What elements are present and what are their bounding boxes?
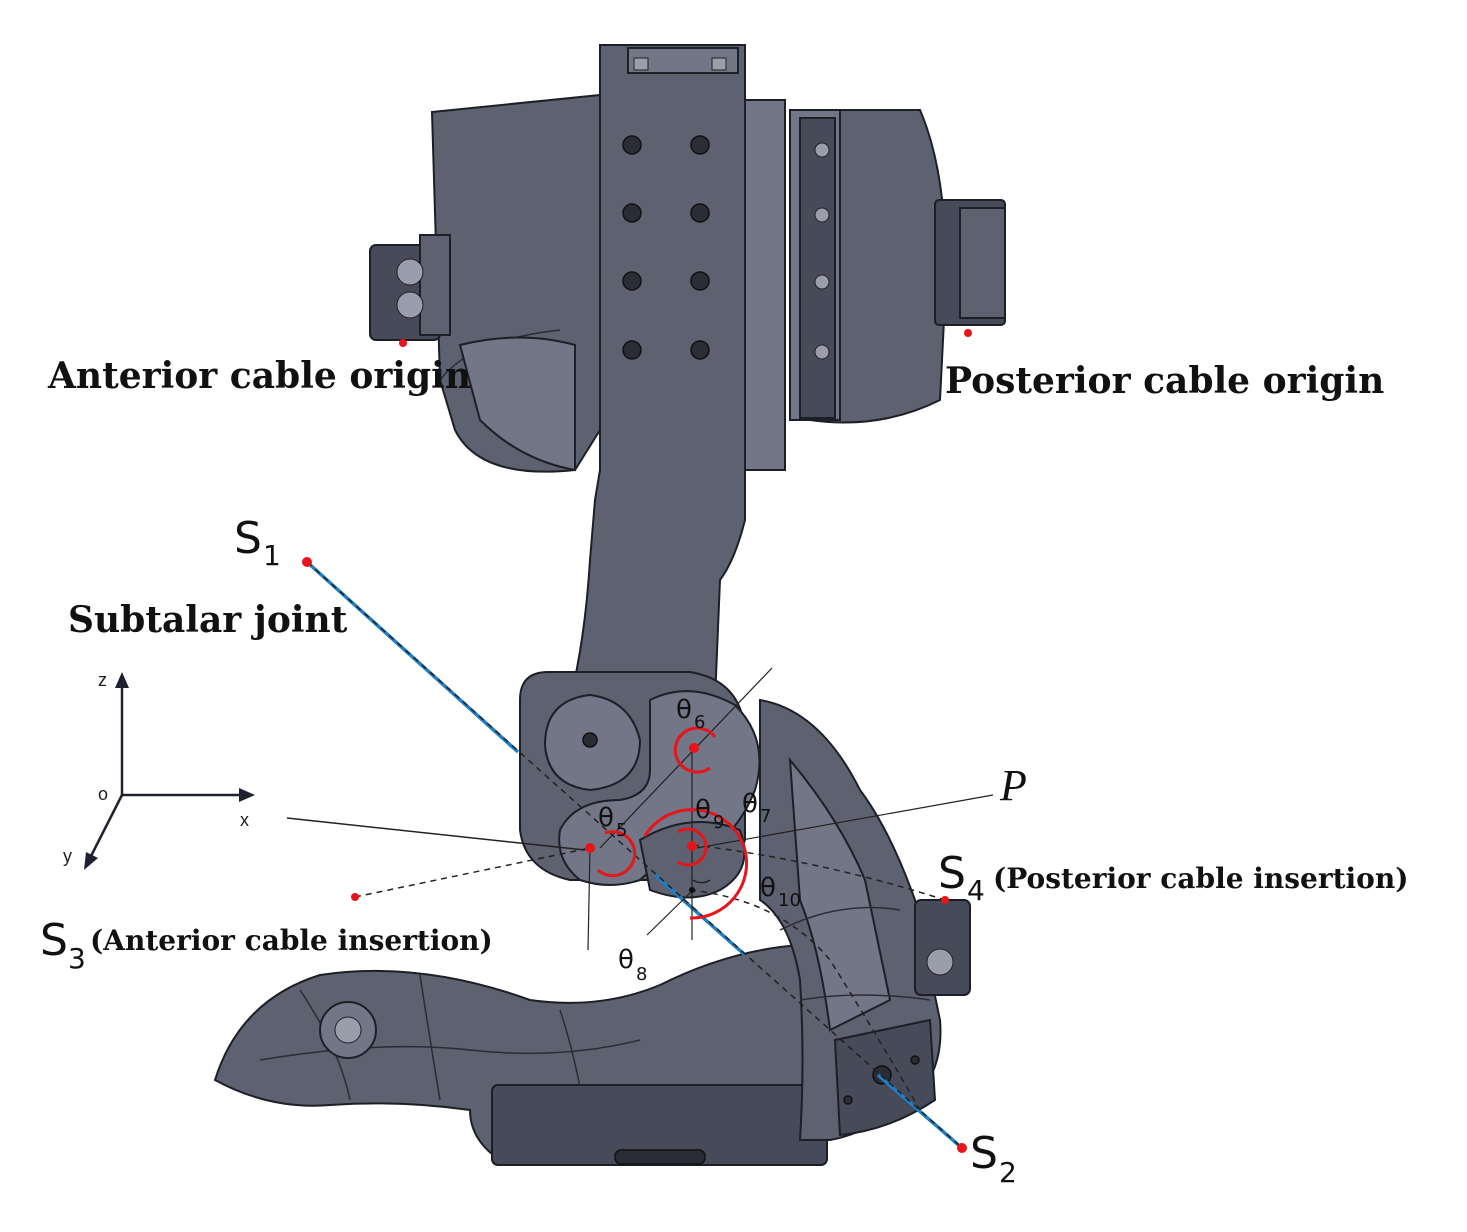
svg-text:(Posterior cable insertion): (Posterior cable insertion) <box>993 862 1408 895</box>
theta7-arc <box>643 808 747 851</box>
svg-text:θ: θ <box>598 803 614 833</box>
coordinate-frame <box>84 672 255 870</box>
svg-text:9: 9 <box>713 812 724 833</box>
s3-point <box>351 893 359 901</box>
theta5-label: θ 5 <box>598 803 627 841</box>
svg-text:2: 2 <box>999 1156 1017 1189</box>
shank-cuff <box>369 93 1006 473</box>
axis-o-label: o <box>98 784 108 804</box>
svg-text:(Anterior cable insertion): (Anterior cable insertion) <box>90 924 493 957</box>
upright-holes <box>622 135 710 360</box>
subtalar-joint-label: Subtalar joint <box>68 599 348 641</box>
svg-text:10: 10 <box>778 890 801 911</box>
heel-body <box>759 698 971 1141</box>
theta10-arc <box>689 849 749 920</box>
joint-point-top <box>689 743 699 753</box>
s1-point <box>302 557 312 567</box>
s3-label: S 3 (Anterior cable insertion) <box>40 915 493 975</box>
theta9-arc <box>677 827 708 867</box>
svg-text:θ: θ <box>742 789 758 819</box>
joint-point-lower <box>689 887 695 893</box>
svg-text:S: S <box>234 513 262 564</box>
svg-text:4: 4 <box>967 874 985 907</box>
dashed-s1-s2 <box>306 561 963 1149</box>
svg-text:θ: θ <box>676 695 692 725</box>
theta9-label: θ 9 <box>695 795 724 833</box>
theta8-arc <box>692 879 711 884</box>
s2-point <box>957 1143 967 1153</box>
posterior-origin-label: Posterior cable origin <box>945 360 1384 402</box>
angle-arcs <box>597 726 749 920</box>
foot-plate <box>213 943 828 1166</box>
s4-label: S 4 (Posterior cable insertion) <box>938 848 1408 907</box>
axis-x-label: x <box>240 810 249 830</box>
axis-z-label: z <box>98 670 107 690</box>
theta6-label: θ 6 <box>676 695 705 733</box>
svg-text:8: 8 <box>636 964 647 985</box>
dashed-arc <box>689 889 921 1111</box>
svg-text:5: 5 <box>616 820 627 841</box>
svg-text:S: S <box>970 1128 998 1179</box>
axis-y-label: y <box>63 846 72 866</box>
svg-text:S: S <box>938 848 966 899</box>
svg-text:6: 6 <box>694 712 705 733</box>
posterior-origin-point <box>964 329 972 337</box>
svg-text:θ: θ <box>695 795 711 825</box>
theta5-arc <box>597 830 637 878</box>
svg-text:7: 7 <box>760 806 771 827</box>
theta7-label: θ 7 <box>742 789 771 827</box>
svg-text:1: 1 <box>263 539 281 572</box>
p-label: P <box>999 761 1027 810</box>
svg-text:θ: θ <box>760 873 776 903</box>
anterior-origin-point <box>399 339 407 347</box>
svg-text:θ: θ <box>618 945 634 975</box>
key-points <box>302 329 972 1153</box>
dashed-s3 <box>354 847 591 898</box>
central-upright <box>568 44 746 701</box>
svg-text:S: S <box>40 915 68 966</box>
svg-text:3: 3 <box>68 942 86 975</box>
dashed-s4 <box>692 844 946 901</box>
theta8-label: θ 8 <box>618 945 647 985</box>
s1-label: S 1 <box>234 513 281 572</box>
subtalar-axis-upper <box>305 560 520 754</box>
theta10-label: θ 10 <box>760 873 801 911</box>
theta6-arc <box>673 726 717 774</box>
anterior-origin-label: Anterior cable origin <box>47 355 471 397</box>
subtalar-axis-lower <box>653 873 747 957</box>
s2-label: S 2 <box>970 1128 1017 1189</box>
joint-point-left <box>585 843 595 853</box>
joint-point-p <box>687 841 697 851</box>
s4-point <box>941 896 949 904</box>
